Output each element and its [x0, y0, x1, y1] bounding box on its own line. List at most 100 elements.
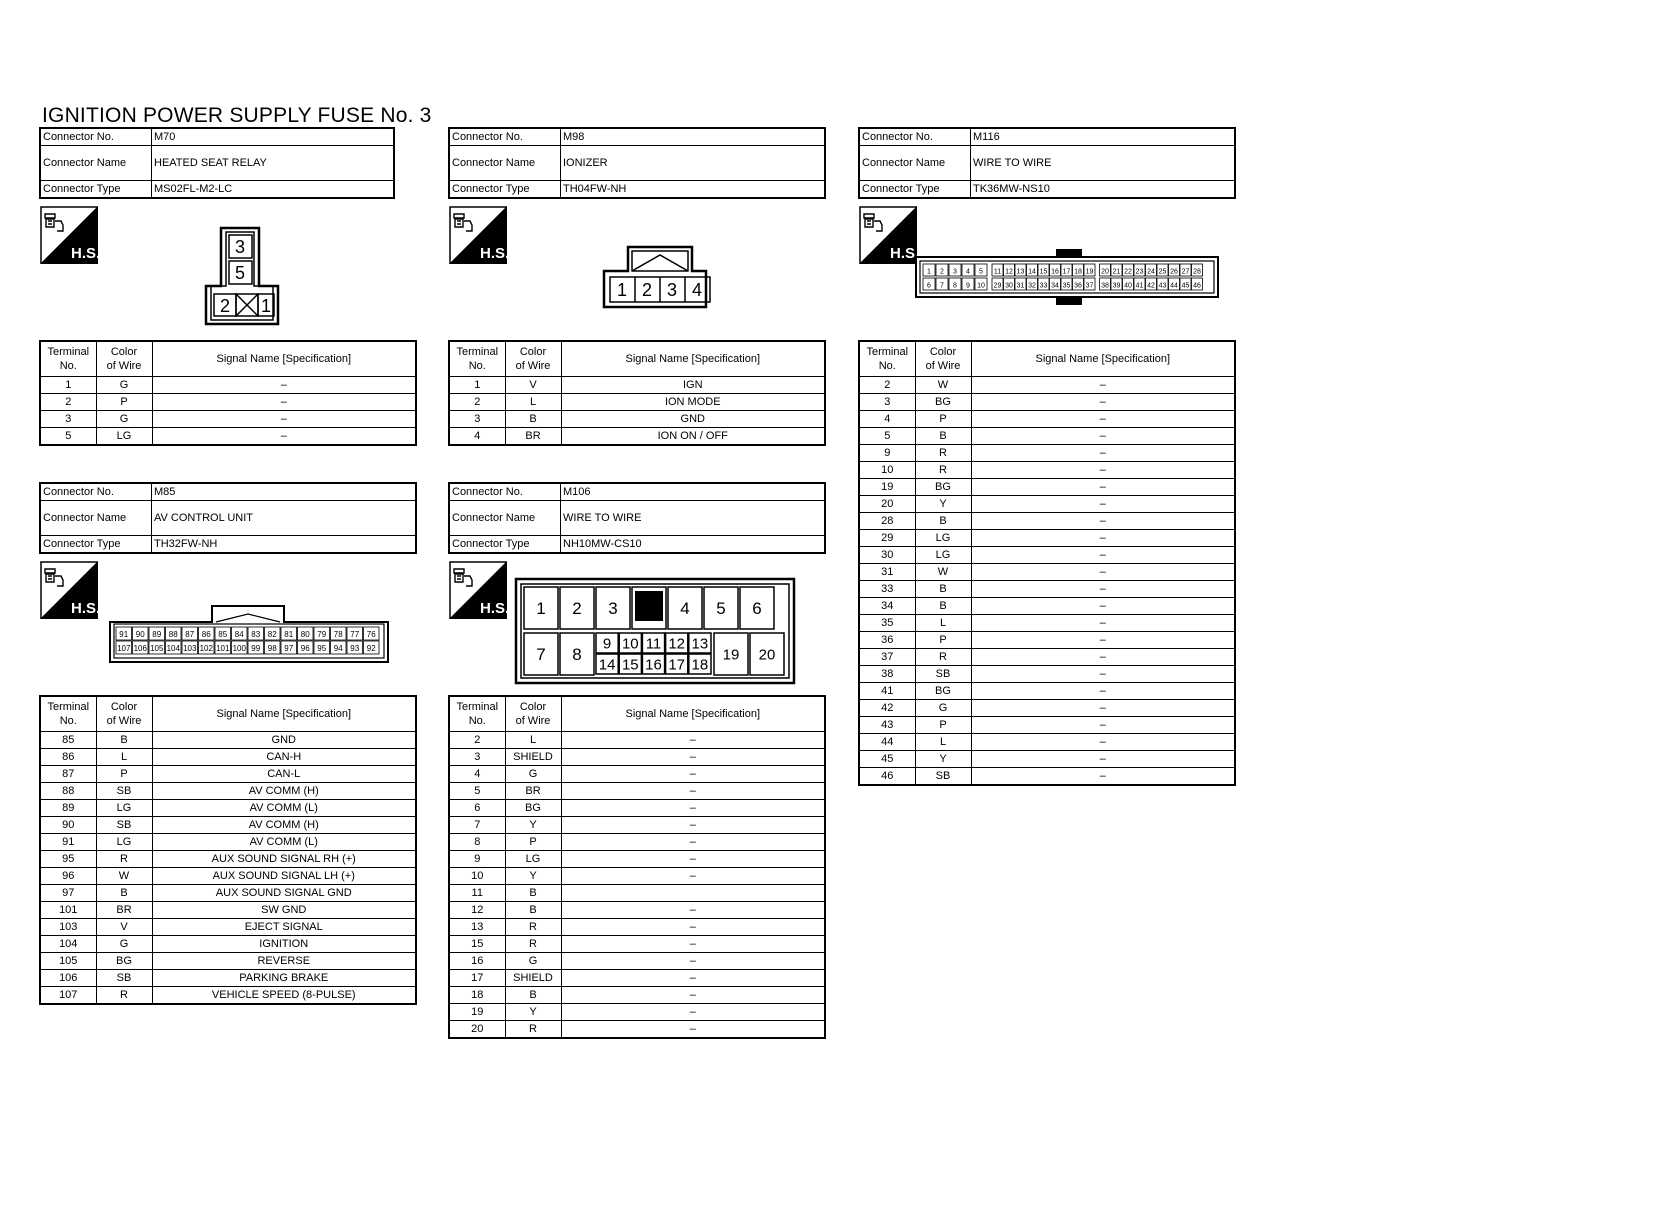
signal-name-cell: –	[560, 867, 826, 885]
pin-label: 11	[646, 635, 662, 652]
pin-cell	[165, 626, 182, 641]
terminal-no-cell: 3	[448, 410, 506, 428]
wire-color-cell: B	[914, 427, 972, 445]
pin-label: 17	[668, 656, 685, 673]
signal-name-cell: –	[970, 614, 1236, 632]
pin-label: 24	[1147, 269, 1155, 276]
pin-label: 77	[350, 630, 359, 639]
connector-no-value: M98	[560, 127, 826, 146]
connector-no-value: M116	[970, 127, 1236, 146]
pin-label: 76	[367, 630, 376, 639]
signal-name-cell: CAN-L	[151, 765, 417, 783]
pin-label: 28	[1193, 269, 1201, 276]
terminal-no-cell: 101	[39, 901, 97, 919]
terminal-no-cell: 96	[39, 867, 97, 885]
connector-type-value: TK36MW-NS10	[970, 180, 1236, 199]
connector-no-value: M70	[151, 127, 395, 146]
pin-label: 36	[1074, 283, 1082, 290]
wire-color-cell: R	[95, 986, 153, 1005]
connector-no-label: Connector No.	[448, 127, 561, 146]
signal-name-cell: –	[151, 376, 417, 394]
signal-name-cell: –	[970, 376, 1236, 394]
pin-cell	[961, 263, 975, 277]
pin-cell	[165, 640, 182, 655]
signal-name-cell: –	[970, 699, 1236, 717]
pin-cell	[991, 277, 1004, 291]
pin-label: 105	[150, 644, 164, 653]
pin-label: 13	[1017, 269, 1025, 276]
terminal-no-cell: 3	[448, 748, 506, 766]
pin-cell	[1003, 263, 1015, 277]
terminal-no-cell: 2	[858, 376, 916, 394]
terminal-no-cell: 104	[39, 935, 97, 953]
pin-cell	[1049, 263, 1061, 277]
pin-cell	[1145, 263, 1157, 277]
pin-cell	[247, 640, 264, 655]
terminal-no-cell: 89	[39, 799, 97, 817]
signal-name-cell: –	[560, 850, 826, 868]
hs-label: H.S.	[480, 245, 507, 262]
connector-name-label: Connector Name	[858, 145, 971, 181]
signal-name-cell: GND	[560, 410, 826, 428]
connector-type-value: TH32FW-NH	[151, 535, 417, 554]
pin-label: 104	[167, 644, 181, 653]
pin-label: 2	[940, 269, 944, 276]
wire-color-cell: LG	[914, 546, 972, 564]
pin-cell	[1026, 277, 1038, 291]
pin-cell	[346, 626, 363, 641]
terminal-no-cell: 18	[448, 986, 506, 1004]
pin-cell	[1110, 263, 1123, 277]
connector-type-label: Connector Type	[448, 180, 561, 199]
connector-type-value: TH04FW-NH	[560, 180, 826, 199]
pin-label: 106	[134, 644, 148, 653]
pin-label: 97	[284, 644, 293, 653]
signal-name-cell: –	[970, 478, 1236, 496]
wire-color-cell: B	[95, 731, 153, 749]
pin-label: 93	[350, 644, 359, 653]
pin-label: 4	[680, 599, 689, 618]
wire-color-cell: BR	[504, 782, 562, 800]
pin-cell	[974, 263, 988, 277]
signal-name-cell: –	[970, 733, 1236, 751]
pin-cell	[739, 586, 775, 630]
terminal-no-cell: 16	[448, 952, 506, 970]
wire-color-cell: B	[95, 884, 153, 902]
wire-color-cell: G	[504, 765, 562, 783]
pin-cell	[935, 263, 949, 277]
pin-label: 8	[572, 645, 581, 664]
pin-label: 9	[603, 635, 611, 652]
signal-name-cell: AV COMM (H)	[151, 782, 417, 800]
pin-cell	[313, 626, 330, 641]
pin-label: 1	[617, 280, 627, 300]
pin-cell	[1072, 277, 1084, 291]
signal-name-cell: –	[560, 1003, 826, 1021]
pin-cell	[264, 640, 281, 655]
pin-label: 80	[301, 630, 310, 639]
pin-cell	[595, 632, 619, 654]
wire-color-cell: R	[914, 444, 972, 462]
pin-label: 18	[1074, 269, 1082, 276]
wire-color-cell: BG	[504, 799, 562, 817]
terminal-no-cell: 10	[448, 867, 506, 885]
pin-cell	[595, 586, 631, 630]
wire-color-cell: P	[504, 833, 562, 851]
signal-name-cell: –	[970, 665, 1236, 683]
pin-label: 91	[119, 630, 128, 639]
pin-label: 8	[953, 283, 957, 290]
pin-label: 13	[692, 635, 709, 652]
pin-cell	[523, 632, 559, 676]
pin-label: 40	[1124, 283, 1132, 290]
terminal-no-cell: 43	[858, 716, 916, 734]
